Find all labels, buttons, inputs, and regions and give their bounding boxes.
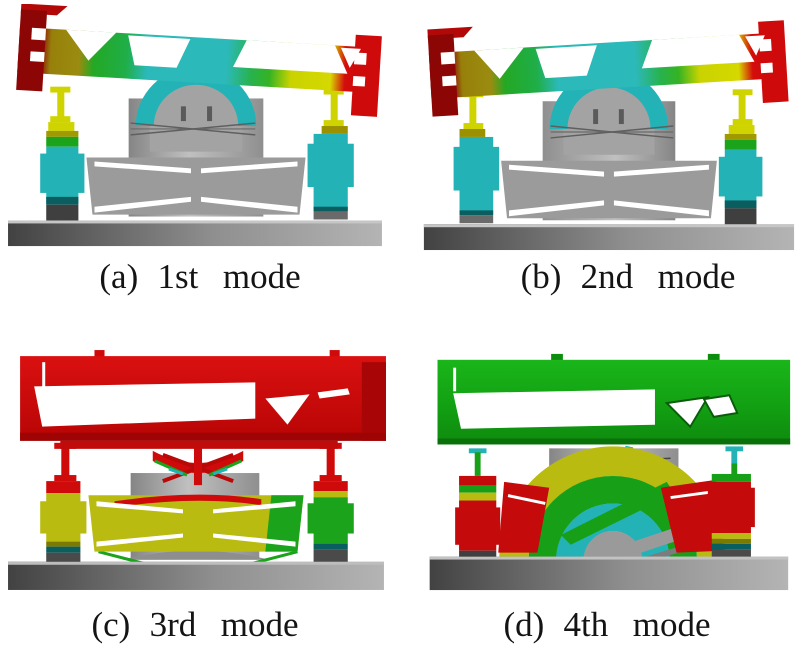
caption-mode-4-label: (d) bbox=[503, 605, 545, 644]
mode-1-rendering bbox=[8, 4, 383, 247]
caption-mode-3: (c) 3rd mode bbox=[25, 605, 365, 645]
caption-mode-1-label: (a) bbox=[99, 257, 139, 296]
caption-mode-2-label: (b) bbox=[520, 257, 562, 296]
mode-4-rendering bbox=[429, 353, 791, 591]
caption-mode-2-title: 2nd mode bbox=[580, 257, 736, 296]
caption-mode-3-label: (c) bbox=[91, 605, 131, 644]
mode-2-rendering bbox=[423, 8, 795, 251]
caption-mode-4-title: 4th mode bbox=[563, 605, 711, 644]
caption-mode-3-title: 3rd mode bbox=[149, 605, 299, 644]
caption-mode-1: (a) 1st mode bbox=[30, 257, 370, 297]
caption-mode-2: (b) 2nd mode bbox=[458, 257, 798, 297]
mode-3-rendering bbox=[8, 350, 386, 590]
caption-mode-4: (d) 4th mode bbox=[440, 605, 774, 645]
caption-mode-1-title: 1st mode bbox=[157, 257, 301, 296]
